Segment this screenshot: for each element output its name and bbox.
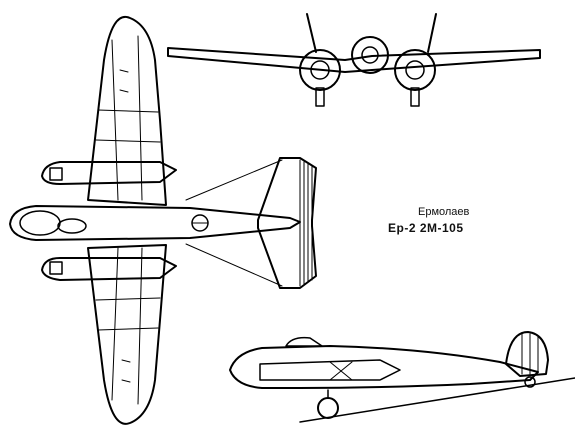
top-view-cockpit <box>19 210 61 236</box>
side-view-canopy <box>285 336 323 347</box>
front-view <box>167 13 541 107</box>
front-view-wings <box>167 47 541 73</box>
side-view <box>229 331 575 423</box>
model-label: Ер-2 2М-105 <box>388 221 464 235</box>
top-view-canopy <box>57 218 87 234</box>
top-view <box>9 15 317 425</box>
side-view-fin <box>505 331 549 377</box>
top-view-lower-nacelle <box>41 257 177 281</box>
top-view-lower-spinner <box>49 261 63 275</box>
top-view-tailplane <box>257 157 317 289</box>
side-view-tail-wheel <box>524 376 536 388</box>
projection-line-bottom <box>185 243 283 287</box>
projection-line-top <box>185 159 283 201</box>
top-view-elevator-hatching <box>299 159 313 287</box>
front-view-fuselage <box>351 36 389 74</box>
front-view-right-gear <box>410 87 420 107</box>
front-view-left-fin <box>306 13 317 53</box>
designer-label: Ермолаев <box>418 206 470 218</box>
top-view-fuselage <box>9 205 301 241</box>
ground-line <box>299 377 575 423</box>
front-view-left-engine <box>299 49 341 91</box>
side-view-fuselage <box>229 345 539 389</box>
top-view-upper-wing <box>87 15 167 206</box>
front-view-left-gear <box>315 87 325 107</box>
side-view-main-wheel <box>317 397 339 419</box>
top-view-upper-spinner <box>49 167 63 181</box>
front-view-right-fin <box>427 13 437 53</box>
front-view-right-engine <box>394 49 436 91</box>
side-view-nacelle <box>259 359 401 381</box>
top-view-upper-nacelle <box>41 161 177 185</box>
top-view-lower-wing <box>87 244 167 425</box>
top-view-wing-panel-lines <box>95 35 161 405</box>
